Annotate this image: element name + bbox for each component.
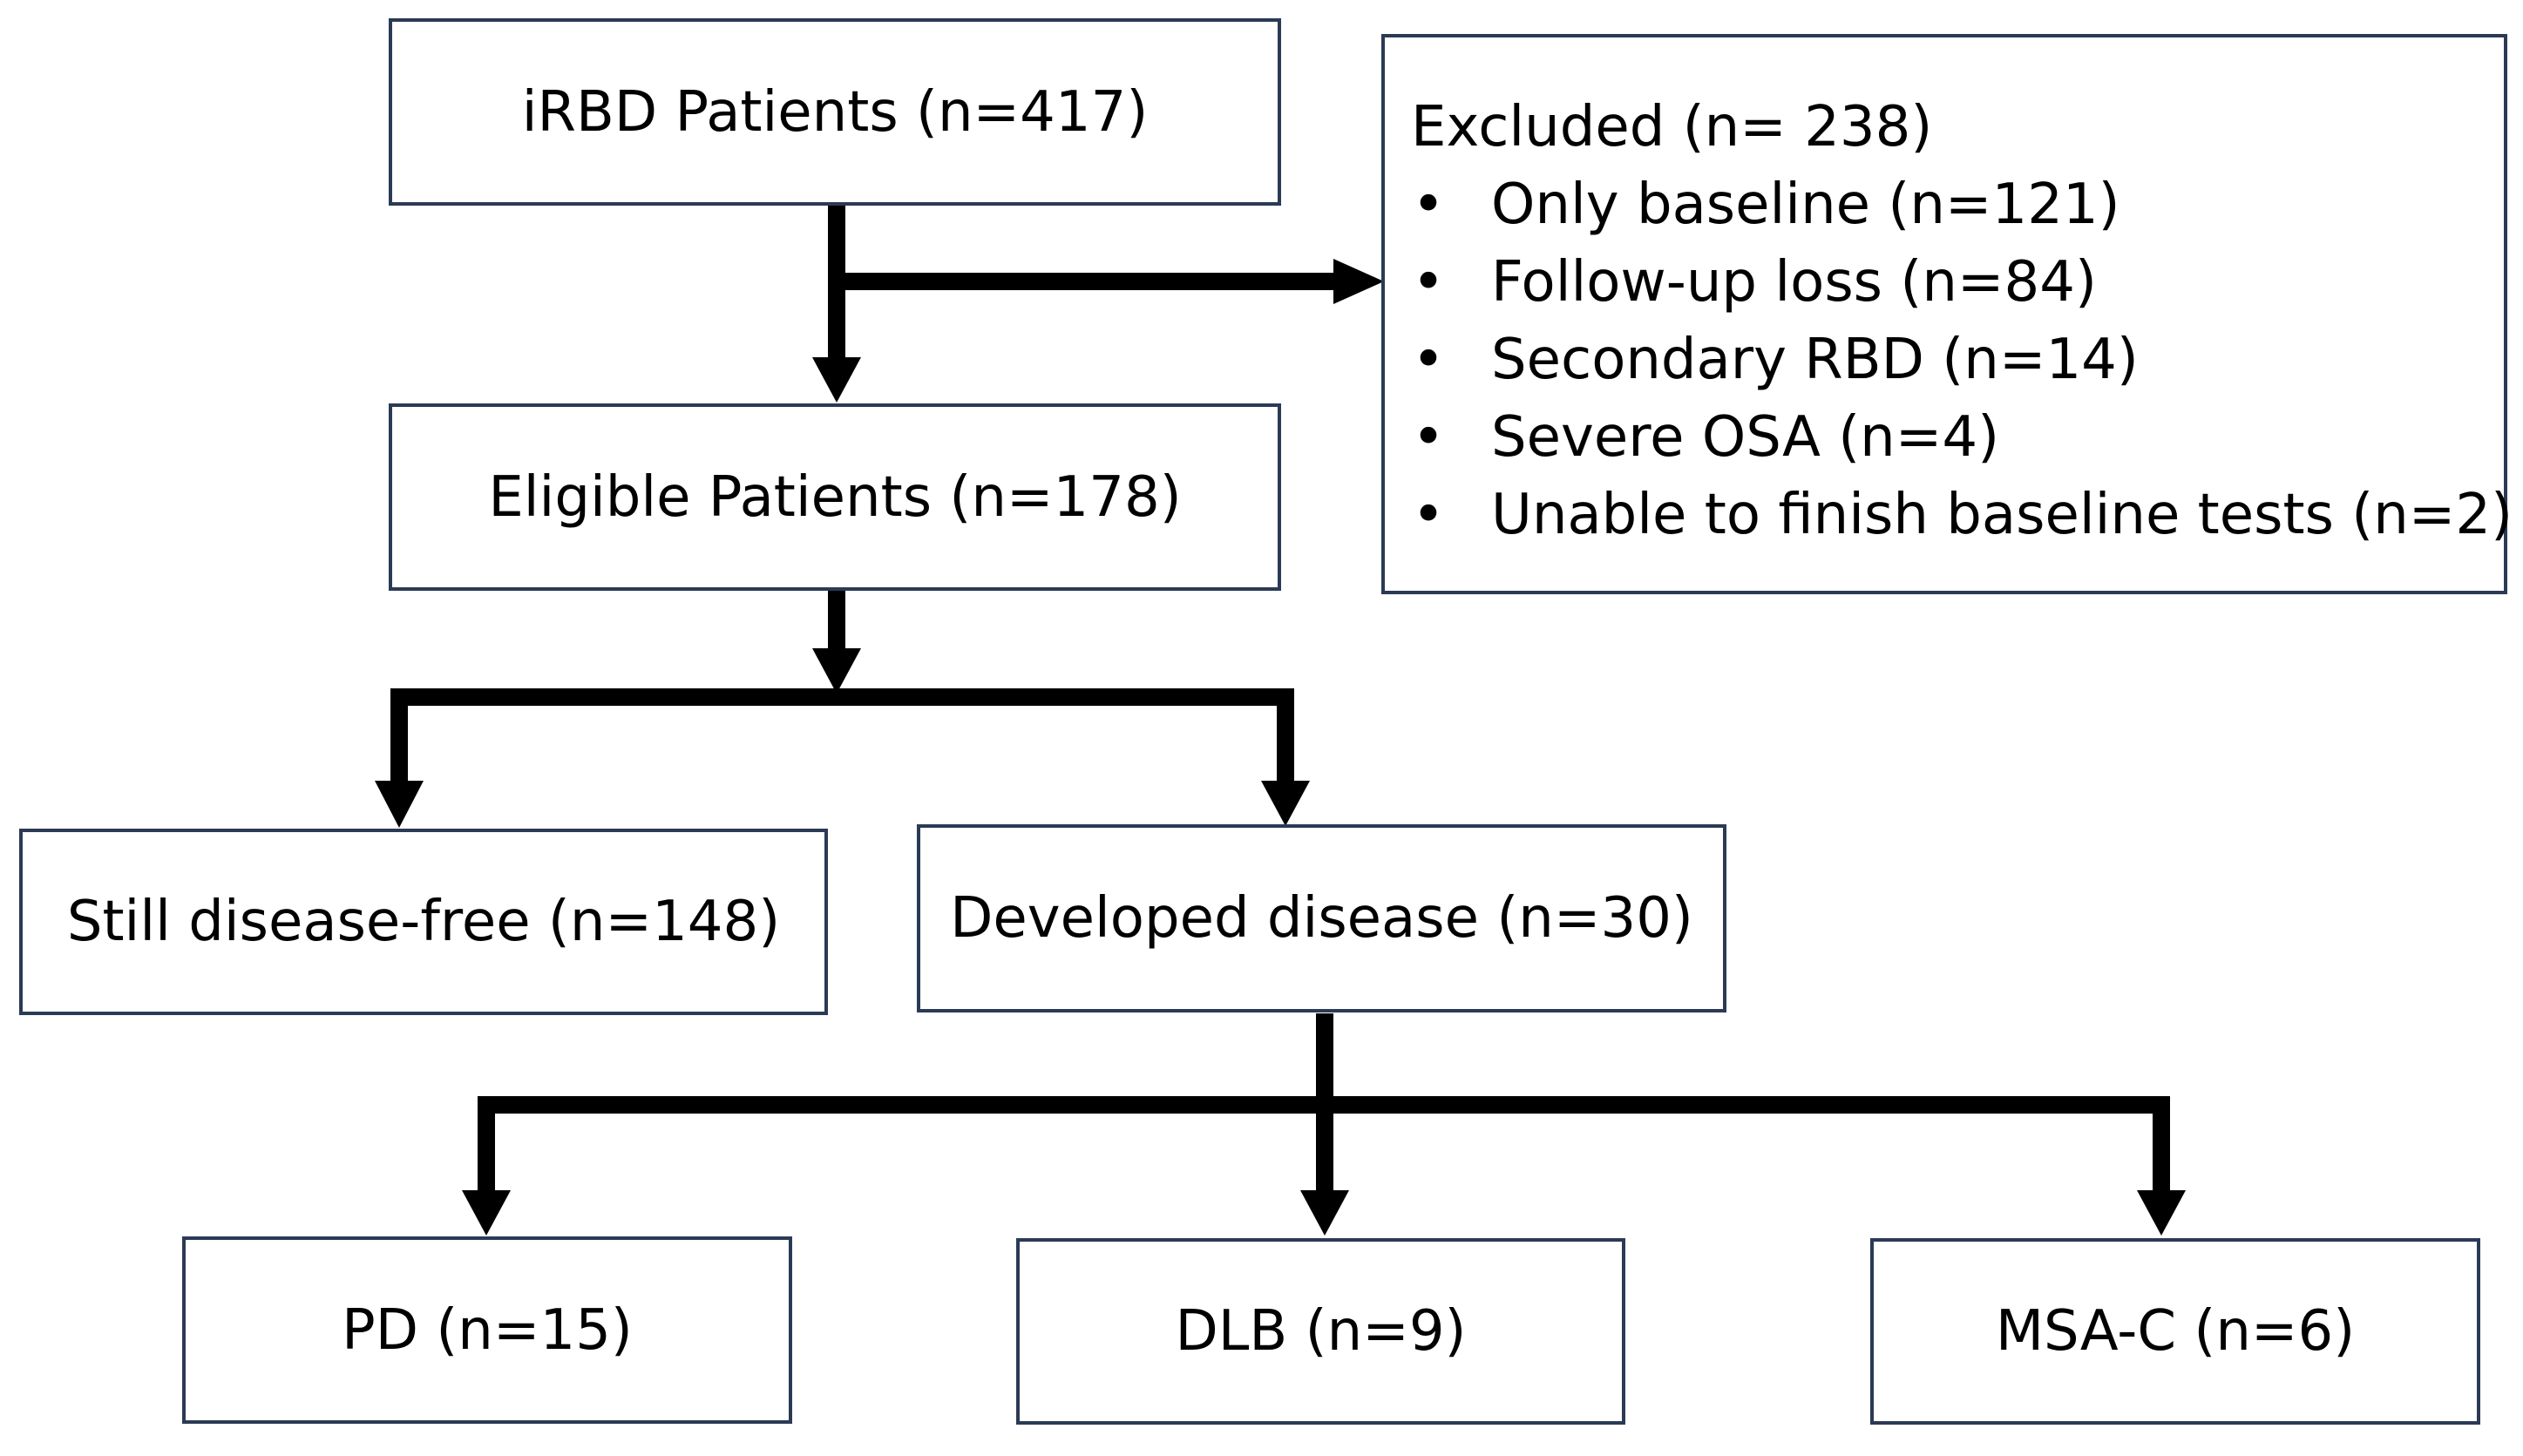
excluded-list: •Only baseline (n=121) •Follow-up loss (… — [1411, 166, 2513, 554]
node-msa-label: MSA-C (n=6) — [1995, 1299, 2356, 1364]
node-dlb: DLB (n=9) — [1016, 1238, 1625, 1425]
node-disease-free-label: Still disease-free (n=148) — [66, 890, 781, 954]
bullet-icon: • — [1412, 250, 1445, 315]
node-dlb-label: DLB (n=9) — [1175, 1299, 1467, 1364]
node-developed-disease: Developed disease (n=30) — [917, 824, 1726, 1012]
bullet-icon: • — [1412, 173, 1445, 237]
node-pd-label: PD (n=15) — [342, 1297, 633, 1363]
node-still-disease-free: Still disease-free (n=148) — [19, 829, 828, 1015]
bullet-icon: • — [1412, 405, 1445, 470]
excluded-item: •Secondary RBD (n=14) — [1411, 322, 2504, 399]
excluded-item: •Follow-up loss (n=84) — [1411, 244, 2504, 322]
node-eligible-patients: Eligible Patients (n=178) — [389, 403, 1281, 591]
arrowhead-disease-free — [375, 781, 424, 828]
arrowhead-msa — [2137, 1190, 2186, 1236]
arrowhead-dlb — [1300, 1190, 1349, 1236]
node-msa-c: MSA-C (n=6) — [1870, 1238, 2480, 1425]
arrowhead-pd — [462, 1190, 511, 1236]
arrowhead-eligible — [812, 357, 861, 403]
excluded-item: •Severe OSA (n=4) — [1411, 399, 2504, 477]
node-eligible-label: Eligible Patients (n=178) — [488, 464, 1182, 530]
excluded-item: •Only baseline (n=121) — [1411, 166, 2504, 244]
arrowhead-split-center — [812, 648, 861, 694]
node-developed-label: Developed disease (n=30) — [950, 886, 1693, 951]
arrowhead-developed — [1261, 781, 1310, 826]
bullet-icon: • — [1412, 483, 1445, 547]
node-excluded: Excluded (n= 238) •Only baseline (n=121)… — [1381, 34, 2513, 594]
excluded-item: •Unable to finish baseline tests (n=2) — [1411, 477, 2513, 554]
bullet-icon: • — [1412, 328, 1445, 392]
node-pd: PD (n=15) — [182, 1236, 792, 1424]
excluded-title: Excluded (n= 238) — [1411, 95, 1933, 159]
arrowhead-excluded — [1333, 259, 1384, 304]
node-irbd-label: iRBD Patients (n=417) — [521, 79, 1149, 145]
node-irbd-patients: iRBD Patients (n=417) — [389, 18, 1281, 206]
